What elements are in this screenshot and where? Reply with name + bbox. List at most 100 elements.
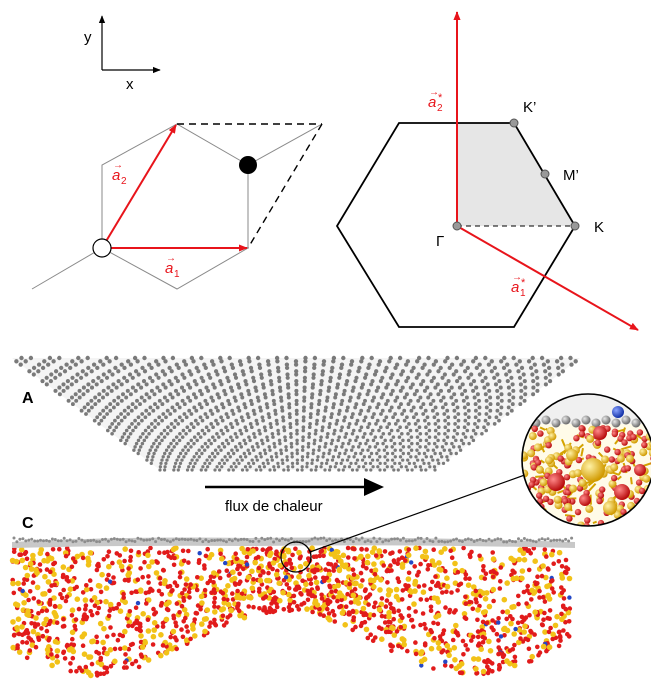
oxygen-atom — [345, 545, 351, 551]
oxygen-atom — [22, 551, 28, 557]
oxygen-atom — [440, 590, 445, 595]
oxygen-atom — [84, 583, 89, 588]
silicon-atom — [446, 652, 452, 659]
carbon-atom — [393, 455, 397, 459]
carbon-atom — [369, 355, 374, 361]
carbon-atom — [133, 425, 138, 430]
oxygen-atom — [418, 622, 423, 628]
oxygen-atom — [481, 568, 486, 573]
carbon-atom — [180, 398, 185, 403]
carbon-atom — [310, 395, 314, 400]
carbon-atom — [136, 451, 140, 456]
oxygen-atom — [44, 628, 50, 634]
carbon-atom — [154, 372, 159, 377]
oxygen-atom — [300, 578, 305, 583]
carbon-atom — [220, 458, 224, 462]
silicon-atom — [236, 594, 243, 601]
carbon-atom — [322, 415, 327, 420]
carbon-atom — [57, 372, 63, 377]
carbon-atom — [295, 468, 300, 472]
carbon-atom — [166, 445, 171, 449]
carbon-atom — [147, 451, 151, 456]
carbon-atom — [263, 451, 268, 456]
carbon-atom — [213, 455, 217, 459]
silicon-atom — [465, 582, 472, 588]
carbon-atom — [436, 418, 441, 423]
carbon-atom — [523, 392, 528, 397]
carbon-atom — [205, 458, 209, 462]
carbon-atom — [246, 448, 250, 452]
carbon-atom — [101, 408, 106, 413]
silicon-atom — [442, 546, 448, 552]
carbon-atom — [155, 405, 160, 410]
carbon-atom — [333, 395, 338, 400]
carbon-atom — [59, 365, 64, 371]
oxygen-atom — [376, 625, 382, 630]
carbon-atom — [420, 365, 425, 371]
carbon-atom — [61, 388, 66, 393]
carbon-atom — [535, 388, 540, 393]
carbon-atom — [361, 402, 366, 407]
carbon-atom — [259, 455, 263, 459]
oxygen-atom — [299, 602, 304, 607]
carbon-atom — [535, 382, 540, 387]
carbon-atom — [272, 465, 276, 469]
carbon-atom — [188, 461, 192, 466]
carbon-atom — [124, 540, 128, 544]
carbon-atom — [242, 451, 246, 456]
carbon-atom — [346, 425, 351, 430]
carbon-atom — [283, 438, 288, 443]
carbon-atom — [505, 379, 510, 384]
carbon-atom — [385, 425, 390, 430]
carbon-atom — [330, 458, 335, 462]
carbon-atom — [505, 362, 510, 367]
carbon-atom — [392, 441, 397, 446]
oxygen-atom — [73, 559, 78, 565]
carbon-atom — [182, 455, 186, 459]
silicon-atom — [158, 652, 164, 659]
carbon-atom — [239, 445, 244, 449]
carbon-atom — [182, 375, 187, 380]
carbon-atom — [483, 355, 488, 361]
oxygen-atom — [364, 595, 369, 601]
oxygen-atom — [101, 671, 107, 676]
oxygen-atom — [33, 644, 39, 650]
carbon-atom — [366, 388, 371, 393]
silicon-atom — [482, 596, 489, 602]
oxygen-atom — [388, 551, 393, 556]
carbon-atom — [209, 359, 215, 364]
oxygen-atom — [379, 596, 385, 601]
carbon-atom — [134, 441, 139, 446]
carbon-atom — [152, 441, 156, 446]
oxygen-atom — [203, 553, 209, 559]
carbon-atom — [255, 395, 260, 400]
carbon-atom — [162, 428, 167, 433]
oxygen-atom — [212, 617, 217, 623]
silicon-atom — [43, 616, 50, 623]
oxygen-atom — [267, 605, 273, 611]
carbon-atom — [98, 359, 103, 364]
oxygen-atom — [436, 583, 441, 588]
carbon-atom — [378, 455, 382, 459]
silicon-atom — [183, 576, 190, 582]
carbon-atom — [414, 412, 419, 416]
svg-text:2: 2 — [121, 176, 127, 187]
carbon-atom — [227, 402, 232, 407]
silicon-atom — [549, 551, 555, 558]
oxygen-atom — [128, 558, 133, 563]
carbon-atom — [159, 432, 164, 436]
carbon-atom — [206, 372, 211, 377]
silicon-atom — [343, 562, 349, 568]
carbon-atom — [446, 379, 451, 384]
carbon-atom — [226, 398, 231, 403]
oxygen-atom — [266, 570, 271, 576]
oxygen-atom — [197, 551, 202, 556]
carbon-atom — [449, 451, 453, 456]
oxygen-atom — [346, 610, 352, 615]
carbon-atom — [201, 379, 206, 384]
carbon-atom — [285, 455, 289, 459]
silicon-atom — [145, 657, 152, 663]
carbon-atom — [251, 448, 256, 452]
carbon-atom — [193, 461, 197, 466]
carbon-atom — [397, 405, 401, 410]
